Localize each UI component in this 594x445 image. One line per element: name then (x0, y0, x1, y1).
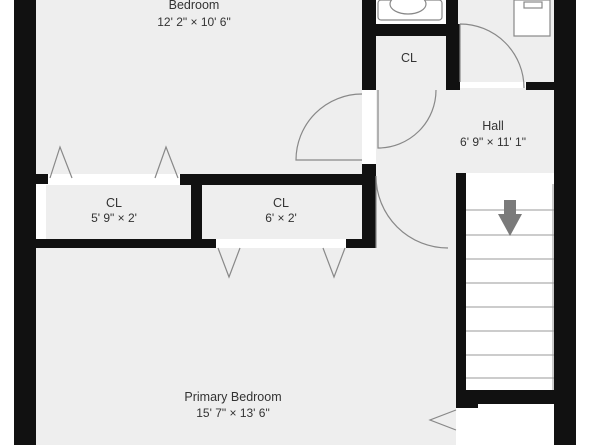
walls (14, 0, 576, 445)
wall-stair-bottom-right (466, 404, 478, 408)
wall-bedroom-right (362, 0, 376, 90)
room-dims-hall: 6' 9" × 11' 1" (460, 135, 526, 149)
wall-left-outer (14, 0, 36, 445)
wall-stair-left (456, 173, 466, 408)
room-name-bedroom: Bedroom (169, 0, 220, 12)
room-name-primary-bedroom: Primary Bedroom (184, 390, 281, 404)
bathroom-fixtures (377, 0, 551, 37)
door-closet-left-bifold-a (49, 145, 73, 179)
wall-closet-left-top (36, 174, 48, 184)
room-dims-bedroom: 12' 2" × 10' 6" (157, 15, 231, 29)
floor-areas (36, 0, 556, 445)
stairs (466, 184, 554, 390)
wall-bathroom-left (446, 0, 458, 24)
wall-closet-left-right (191, 185, 202, 248)
door-closet-top (377, 89, 437, 149)
wall-closet-left-bottom (36, 239, 202, 248)
door-primary-bottom (428, 409, 457, 431)
floor-closet-mid (202, 185, 362, 239)
room-dims-primary-bedroom: 15' 7" × 13' 6" (196, 406, 270, 420)
room-dims-closet-left: 5' 9" × 2' (91, 211, 137, 225)
door-closet-mid-bifold-a (217, 247, 241, 279)
door-closet-left-bifold-b (154, 145, 179, 179)
sink-basin-icon (389, 0, 427, 15)
door-closet-mid-bifold-b (322, 247, 346, 279)
wall-closet-top-top (362, 24, 460, 36)
stair-down-arrow-icon (498, 200, 522, 236)
floor-hall (376, 88, 556, 173)
door-closet-mid (375, 175, 449, 249)
door-bedroom (295, 93, 363, 161)
wall-closet-mid-right (362, 185, 376, 248)
room-name-closet-left: CL (106, 196, 122, 210)
room-name-hall: Hall (482, 119, 504, 133)
floor-closet-top (376, 36, 446, 88)
wall-closet-top-right (446, 24, 460, 90)
floor-closet-left (46, 185, 191, 239)
room-dims-closet-mid: 6' × 2' (265, 211, 297, 225)
wall-right-outer (554, 0, 576, 445)
floor-bedroom (36, 0, 362, 174)
wall-stair-bottom (466, 390, 556, 404)
room-name-closet-top: CL (401, 51, 417, 65)
wall-closet-mid-bottom-right (346, 239, 376, 248)
wall-hall-right-notch (526, 82, 556, 90)
floor-primary-bedroom (36, 248, 456, 445)
faucet-icon (523, 1, 543, 9)
room-labels: Bedroom 12' 2" × 10' 6" CL Hall 6' 9" × … (91, 0, 526, 420)
wall-closet-mid-bottom-left (202, 239, 216, 248)
door-hall-top (459, 23, 525, 89)
room-name-closet-mid: CL (273, 196, 289, 210)
door-swings (49, 23, 525, 431)
wall-closets-top (180, 174, 376, 185)
